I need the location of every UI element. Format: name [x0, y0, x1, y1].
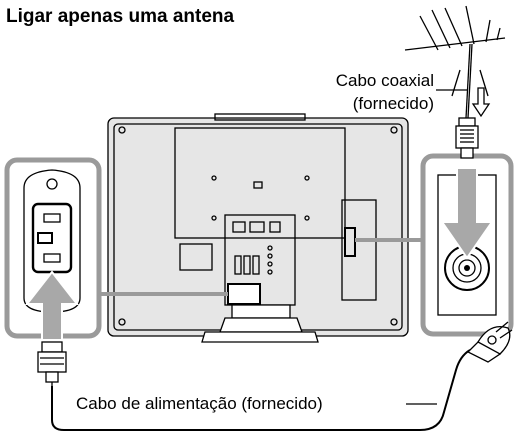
power-cable-label: Cabo de alimentação (fornecido): [76, 394, 323, 413]
antenna-icon: [404, 5, 506, 119]
power-plug-bottom-icon: [37, 341, 67, 386]
coax-cable-label: Cabo coaxial: [335, 71, 434, 90]
power-cable: [51, 349, 471, 431]
coax-plug-icon: [455, 117, 479, 159]
antenna-socket-callout: [420, 153, 514, 337]
down-arrow-icon: [440, 167, 494, 260]
ac-inlet-callout: [4, 157, 102, 341]
up-arrow-icon: [24, 270, 80, 341]
diagram-heading: Ligar apenas uma antena: [6, 6, 235, 27]
coax-cable-label-note: (fornecido): [352, 94, 434, 113]
power-plug-icon: [466, 321, 513, 363]
plug-direction-arrow-icon: [471, 87, 491, 118]
tv-back-illustration: [107, 113, 409, 343]
ac-inlet-icon: [23, 169, 81, 313]
